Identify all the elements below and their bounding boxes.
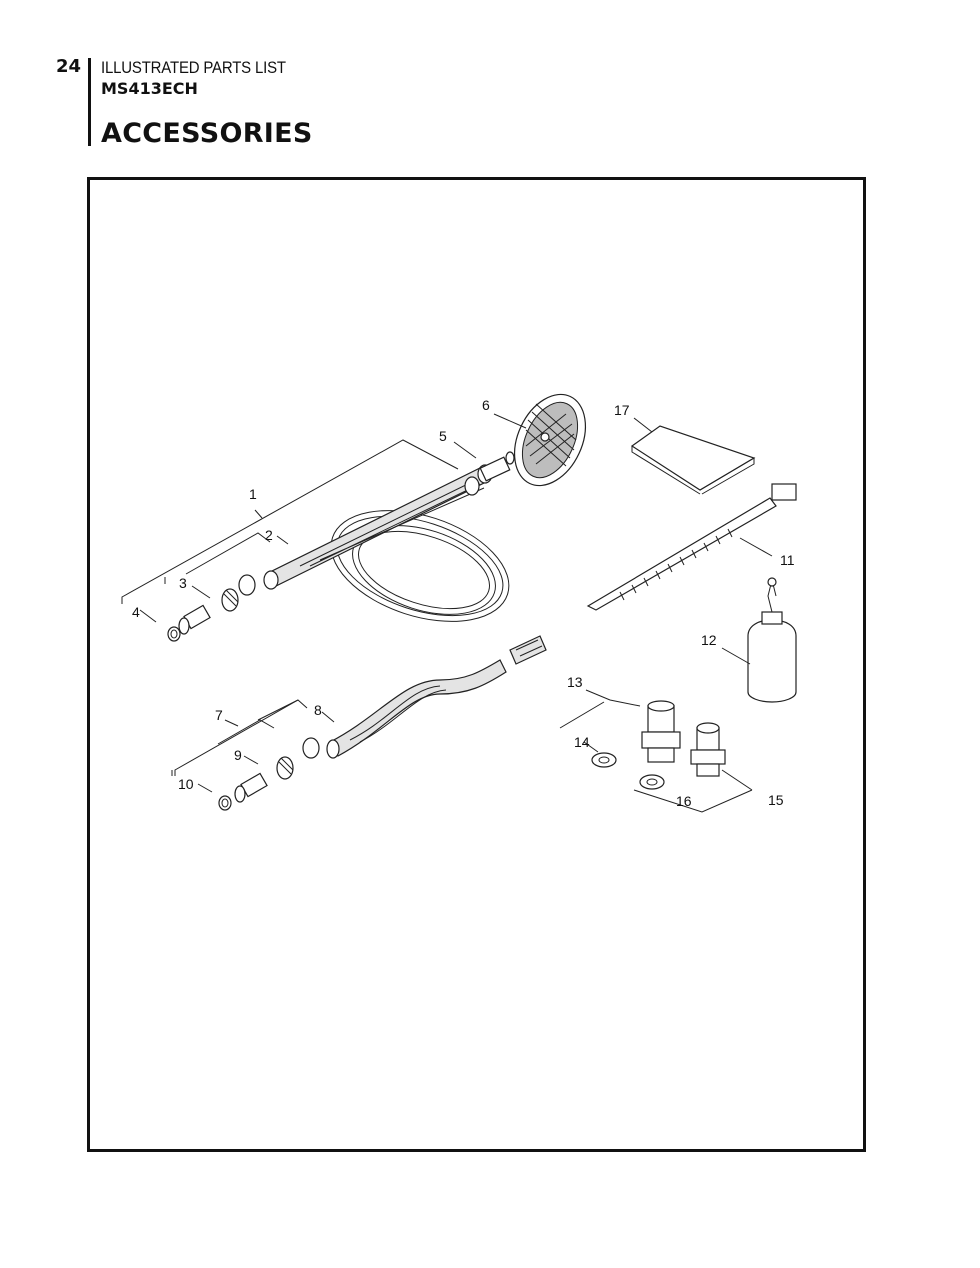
callout-1: 1 [249,486,257,502]
leader-lines [139,413,773,813]
kit-7-brackets [174,699,308,776]
callout-9: 9 [234,747,242,763]
callout-13: 13 [567,674,583,690]
part-14-washer [591,752,617,768]
callout-14: 14 [574,734,590,750]
part-5-fitting [464,451,515,496]
part-12-oil-bottle [747,577,797,703]
callout-2: 2 [265,527,273,543]
part-6-strainer [514,393,586,487]
lower-grommet-parts [218,737,320,811]
filter-tube-lower [326,635,547,759]
upper-grommet-parts [167,574,256,642]
part-16-washer [639,774,665,790]
part-17-cloth [630,425,756,495]
callout-16: 16 [676,793,692,809]
callout-labels: 1 2 3 4 5 6 7 8 9 10 11 12 13 14 15 16 1… [132,397,795,809]
part-15-fitting [690,722,726,777]
callout-7: 7 [215,707,223,723]
parts-diagram: 1 2 3 4 5 6 7 8 9 10 11 12 13 14 15 16 1… [121,393,797,813]
kit-1-brackets [121,439,459,604]
document-type: ILLUSTRATED PARTS LIST [101,58,286,77]
header-divider [88,58,91,146]
callout-10: 10 [178,776,194,792]
callout-12: 12 [701,632,717,648]
callout-17: 17 [614,402,630,418]
model-number: MS413ECH [101,79,198,98]
callout-15: 15 [768,792,784,808]
section-title: ACCESSORIES [101,118,313,149]
callout-4: 4 [132,604,140,620]
part-11-cable-tie [586,483,797,611]
callout-6: 6 [482,397,490,413]
part-13-fitting [641,700,681,763]
callout-3: 3 [179,575,187,591]
callout-8: 8 [314,702,322,718]
callout-11: 11 [780,552,795,568]
callout-5: 5 [439,428,447,444]
parts-diagram-frame: 1 2 3 4 5 6 7 8 9 10 11 12 13 14 15 16 1… [87,177,866,1152]
page-number: 24 [56,56,82,77]
